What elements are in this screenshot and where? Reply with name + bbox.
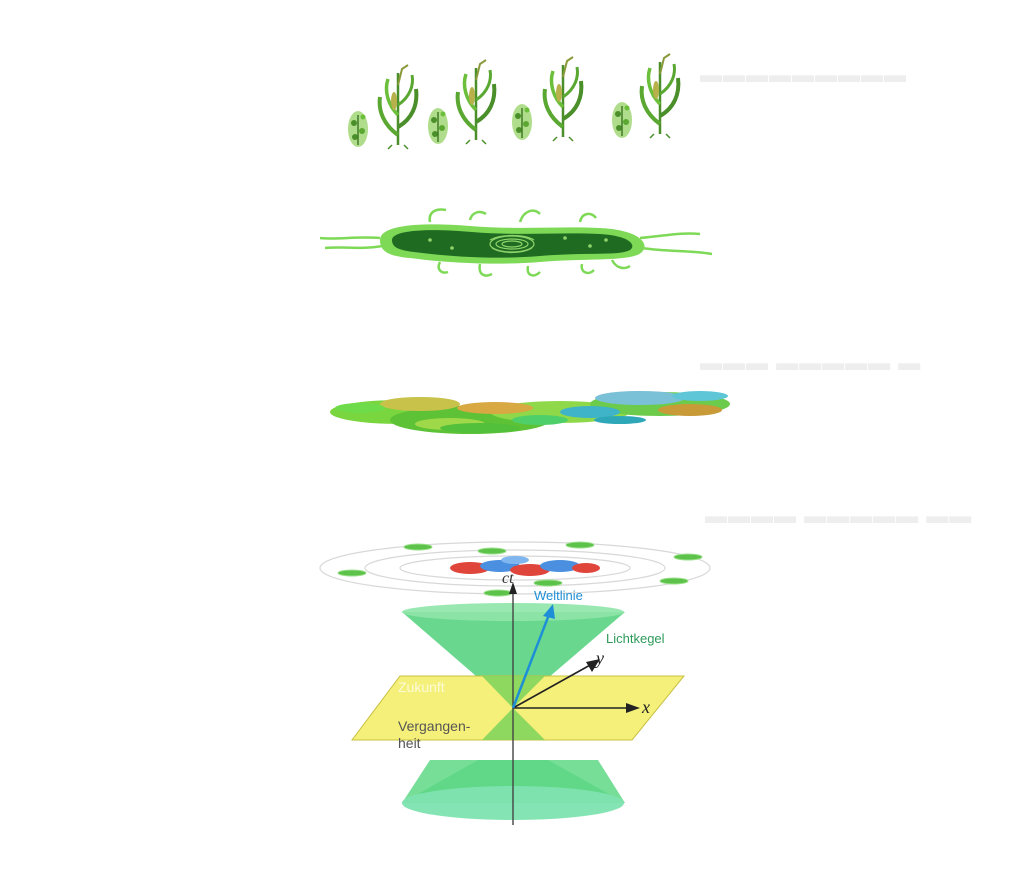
axis-label-y: y [594, 648, 604, 668]
past-label-line2: heit [398, 735, 421, 751]
axis-label-x: x [641, 697, 650, 717]
axis-label-time: ct [502, 570, 514, 587]
y-axis [512, 663, 593, 709]
light-cone-label: Lichtkegel [606, 631, 665, 646]
worldline-label: Weltlinie [534, 588, 583, 603]
future-label: Zukunft [398, 679, 445, 695]
past-label-line1: Vergangen- [398, 718, 471, 734]
worldline-arrow [511, 611, 552, 709]
